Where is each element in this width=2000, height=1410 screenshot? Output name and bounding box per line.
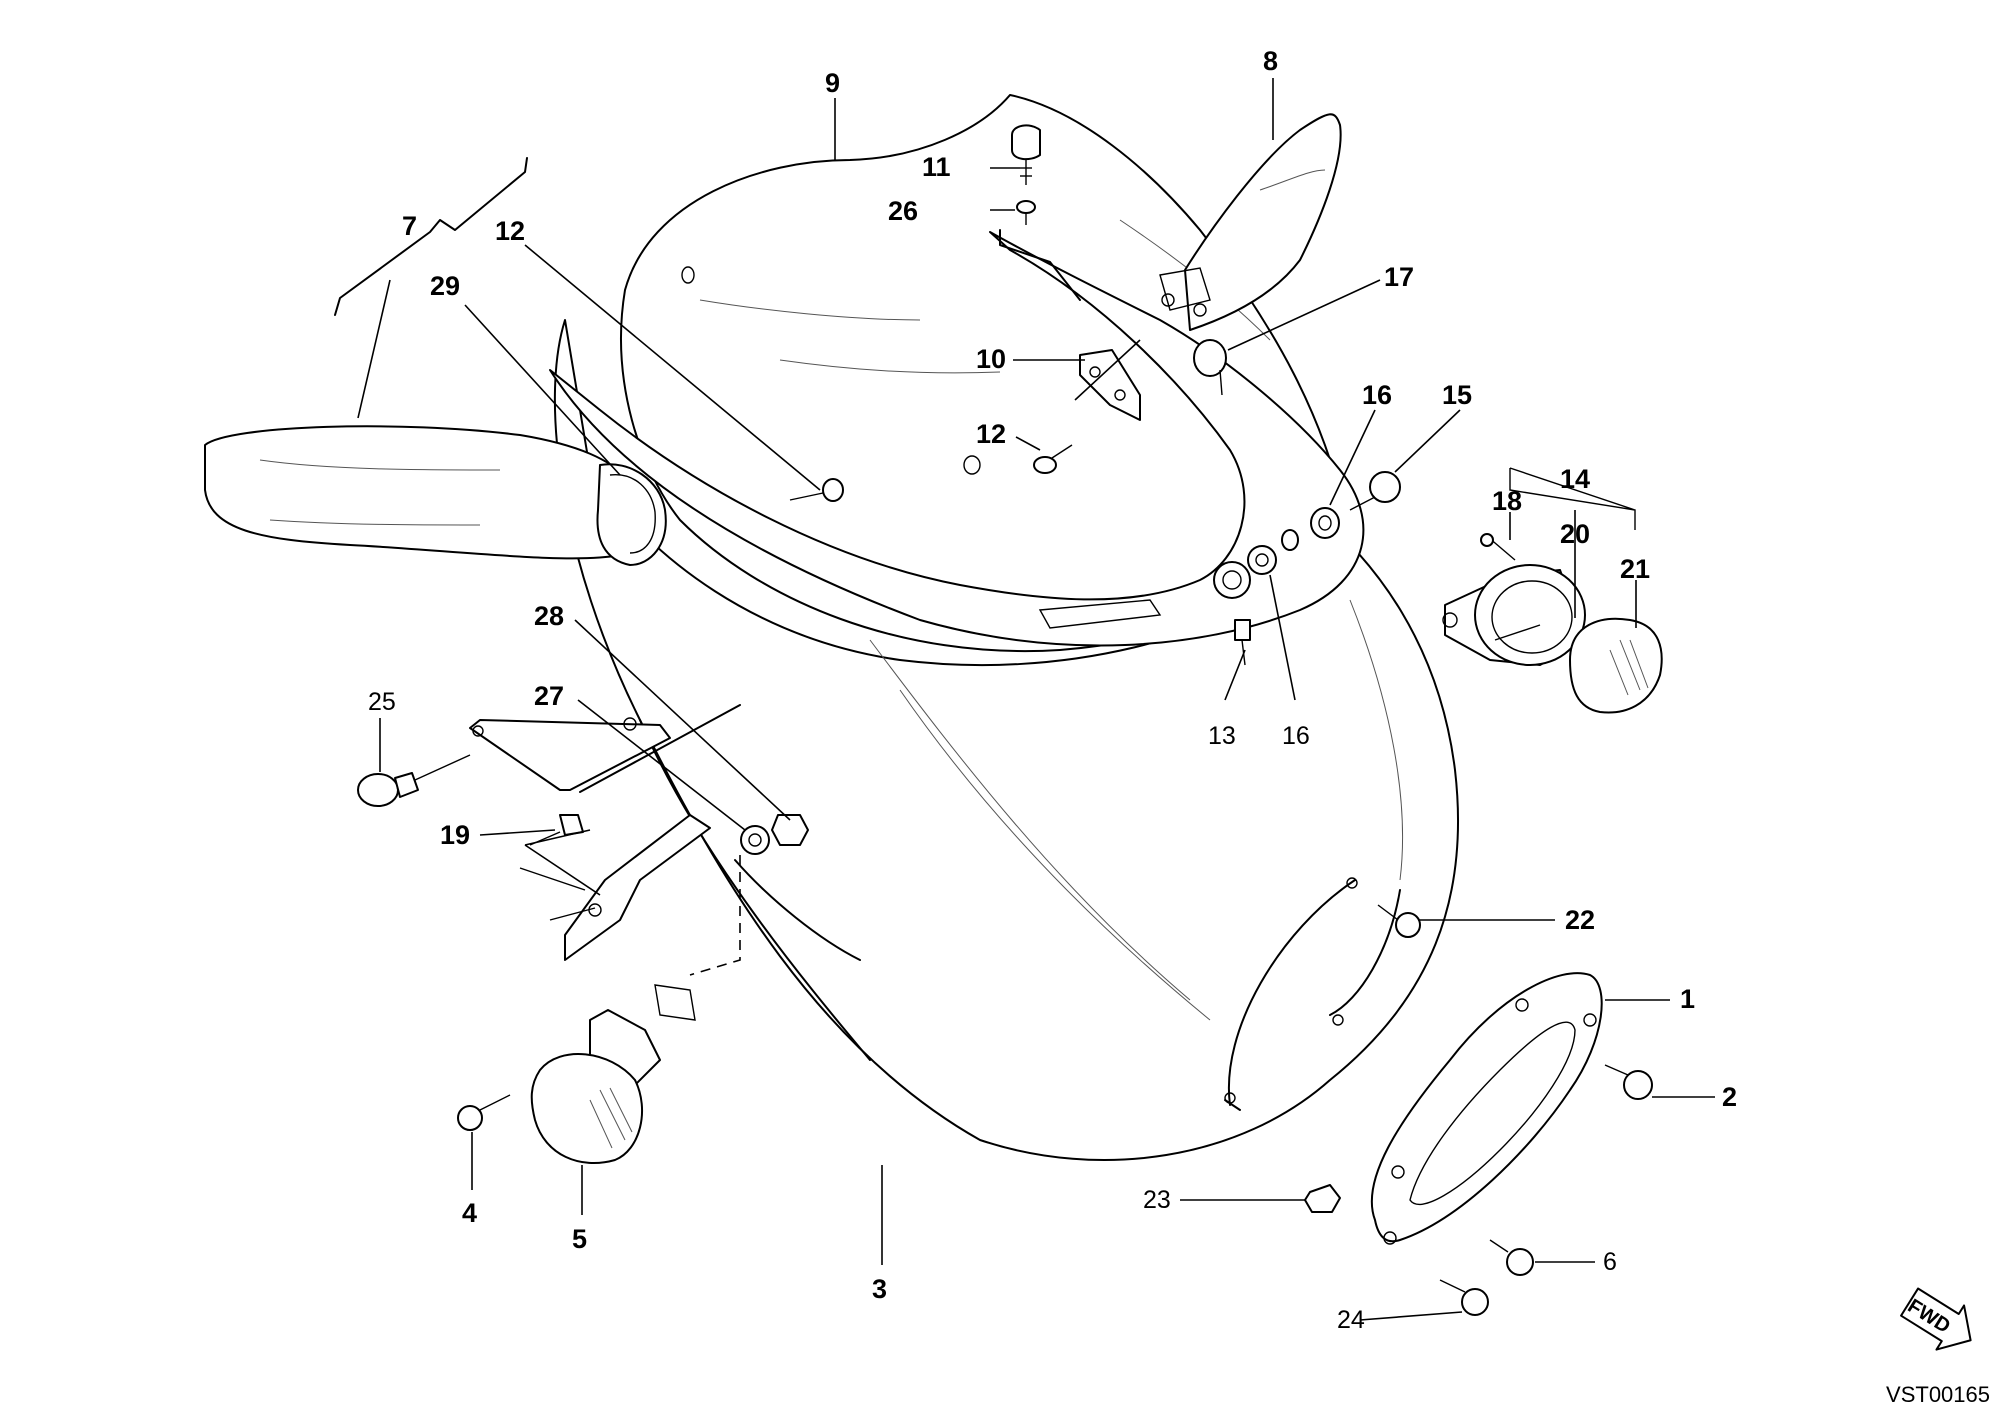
label-10: 10 (976, 344, 1006, 374)
label-15: 15 (1442, 380, 1472, 410)
label-18: 18 (1492, 486, 1522, 516)
label-7: 7 (402, 211, 417, 241)
screw-4 (457, 1094, 511, 1131)
label-8: 8 (1263, 46, 1278, 76)
label-25: 25 (368, 688, 396, 716)
label-4: 4 (462, 1198, 477, 1228)
label-1: 1 (1680, 984, 1695, 1014)
label-5: 5 (572, 1224, 587, 1254)
leader-lines (379, 78, 1715, 1321)
turn-signal-right (1442, 533, 1663, 714)
mirror-left (204, 425, 667, 566)
stay-bracket (469, 704, 741, 793)
label-23: 23 (1143, 1186, 1171, 1214)
label-11: 11 (922, 152, 951, 182)
headlight-ring (1370, 972, 1603, 1245)
label-12-upper: 12 (495, 216, 525, 246)
grommet-26 (1016, 200, 1036, 225)
screw-6 (1489, 1239, 1534, 1276)
label-26: 26 (888, 196, 918, 226)
label-12-lower: 12 (976, 419, 1006, 449)
label-20: 20 (1560, 519, 1590, 549)
lower-mounting-bracket (519, 814, 741, 1021)
label-29: 29 (430, 271, 460, 301)
bracket-line-14 (1509, 467, 1636, 530)
windshield (620, 94, 1351, 652)
label-14: 14 (1560, 464, 1590, 494)
turn-signal-left (530, 1009, 661, 1165)
nut-23 (1304, 1184, 1341, 1213)
forward-arrow-icon: FWD (1900, 1287, 1972, 1351)
screw-12-upper (789, 478, 844, 502)
label-6: 6 (1603, 1248, 1617, 1276)
mirror-right (1159, 113, 1342, 331)
label-2: 2 (1722, 1082, 1737, 1112)
bracket-10 (1079, 349, 1141, 421)
label-13: 13 (1208, 722, 1236, 750)
label-9: 9 (825, 68, 840, 98)
screw-15 (1349, 471, 1401, 511)
drawing-code: VST00165 (1886, 1382, 1990, 1407)
nut-28-washer-27 (740, 814, 809, 855)
label-17: 17 (1384, 262, 1414, 292)
leader-7 (357, 279, 391, 419)
label-16-lower: 16 (1282, 722, 1310, 750)
label-27: 27 (534, 681, 564, 711)
fairing-shell (553, 319, 1460, 1161)
inner-cowl-panel (549, 229, 1365, 647)
screw-24 (1439, 1279, 1489, 1316)
label-21: 21 (1620, 554, 1650, 584)
label-19: 19 (440, 820, 470, 850)
screw-12-lower (1033, 444, 1073, 474)
screw-22 (1377, 904, 1421, 938)
knob-11 (1011, 124, 1041, 185)
part-labels: 1 2 3 4 5 6 7 8 9 10 11 12 12 13 14 15 1… (368, 46, 1737, 1334)
screw-2 (1604, 1064, 1653, 1100)
washers-16 (1213, 507, 1340, 599)
label-22: 22 (1565, 905, 1595, 935)
label-16-upper: 16 (1362, 380, 1392, 410)
label-24: 24 (1337, 1306, 1365, 1334)
push-rivet-25 (357, 754, 471, 807)
knob-17 (1193, 339, 1227, 396)
headlight-opening-edge (1224, 877, 1401, 1111)
bracket-brace-7 (334, 157, 528, 316)
label-28: 28 (534, 601, 564, 631)
label-3: 3 (872, 1274, 887, 1304)
